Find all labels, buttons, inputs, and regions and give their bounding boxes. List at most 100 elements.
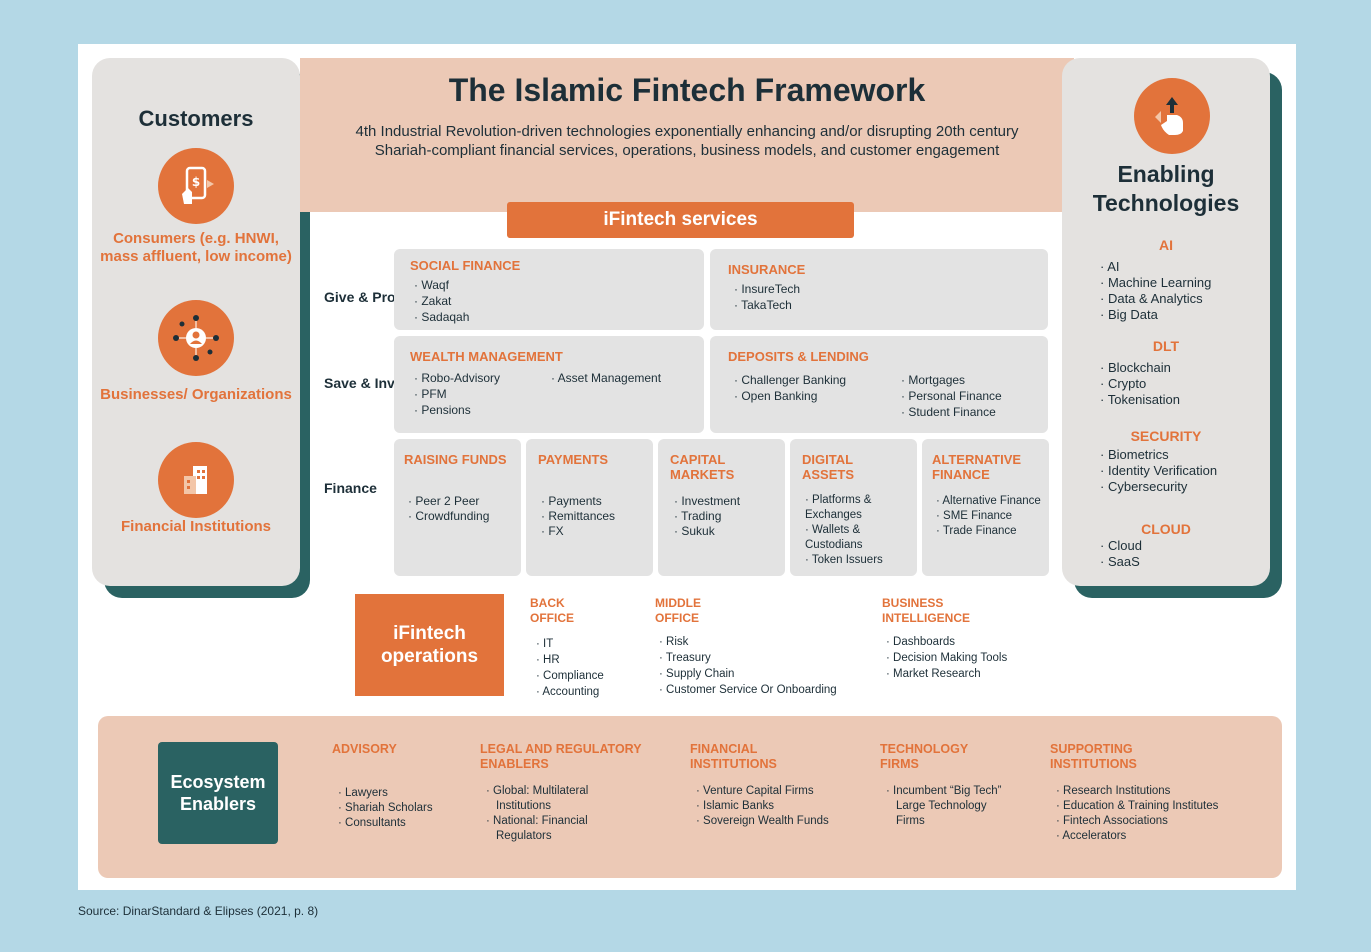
- list-item: Personal Finance: [901, 388, 1001, 404]
- customer-businesses-label: Businesses/ Organizations: [100, 386, 292, 403]
- payments-title: PAYMENTS: [538, 452, 609, 467]
- list-item: HR: [536, 652, 604, 668]
- list-item: Platforms & Exchanges: [805, 493, 910, 523]
- list-item: Data & Analytics: [1100, 291, 1211, 307]
- list-item: Wallets & Custodians: [805, 523, 910, 553]
- list-item: Asset Management: [551, 370, 661, 386]
- list-item: Identity Verification: [1100, 463, 1217, 479]
- alternative-finance-title: ALTERNATIVE FINANCE: [932, 452, 1022, 482]
- hand-touch-icon: [1134, 78, 1210, 154]
- list-item: Biometrics: [1100, 447, 1217, 463]
- social-finance-list: Waqf Zakat Sadaqah: [414, 277, 469, 325]
- customer-consumers-label: Consumers (e.g. HNWI, mass affluent, low…: [100, 230, 292, 265]
- list-item: Accelerators: [1056, 829, 1218, 844]
- list-item: Sukuk: [674, 524, 740, 539]
- financial-institutions-title: FINANCIAL INSTITUTIONS: [690, 742, 777, 771]
- list-item: Student Finance: [901, 404, 1002, 420]
- list-item: Investment: [674, 494, 740, 509]
- ecosystem-enablers-label: Ecosystem Enablers: [158, 742, 278, 844]
- source-caption: Source: DinarStandard & Elipses (2021, p…: [78, 904, 319, 918]
- list-item: Cloud: [1100, 538, 1142, 554]
- supporting-institutions-list: Research Institutions Education & Traini…: [1056, 784, 1218, 844]
- payments-list: Payments Remittances FX: [541, 494, 615, 539]
- list-item: Open Banking: [734, 388, 846, 404]
- list-item: Alternative Finance: [936, 494, 1042, 509]
- back-office-title: BACK OFFICE: [530, 596, 574, 625]
- middle-office-list: Risk Treasury Supply Chain Customer Serv…: [659, 634, 837, 698]
- list-item: Cybersecurity: [1100, 479, 1217, 495]
- list-item: Trading: [674, 509, 740, 524]
- svg-text:$: $: [192, 175, 200, 189]
- advisory-title: ADVISORY: [332, 742, 397, 756]
- wealth-list-col1: Robo-Advisory PFM Pensions: [414, 370, 500, 418]
- tech-list-cloud: Cloud SaaS: [1100, 538, 1142, 570]
- list-item: Sadaqah: [414, 309, 469, 325]
- network-person-icon: [158, 300, 234, 376]
- list-item: Market Research: [886, 666, 1007, 682]
- list-item: Shariah Scholars: [338, 801, 433, 816]
- legal-regulatory-title: LEGAL AND REGULATORY ENABLERS: [480, 742, 642, 771]
- building-icon: [158, 442, 234, 518]
- list-item: Trade Finance: [936, 524, 1042, 539]
- list-item: Zakat: [414, 293, 469, 309]
- list-item: Crowdfunding: [408, 509, 489, 524]
- financial-institutions-list: Venture Capital Firms Islamic Banks Sove…: [696, 784, 829, 829]
- list-item: Machine Learning: [1100, 275, 1211, 291]
- enabling-title: Enabling Technologies: [1092, 161, 1240, 216]
- deposits-list-col1: Challenger Banking Open Banking: [734, 372, 846, 404]
- list-item: Token Issuers: [805, 553, 910, 568]
- list-item: PFM: [414, 386, 500, 402]
- capital-markets-list: Investment Trading Sukuk: [674, 494, 740, 539]
- wealth-list-col2: Asset Management: [551, 370, 661, 386]
- list-item: Robo-Advisory: [414, 370, 500, 386]
- customer-financial-institutions-label: Financial Institutions: [120, 518, 271, 535]
- list-item: Risk: [659, 634, 837, 650]
- list-item: Crypto: [1100, 376, 1180, 392]
- ifintech-services-label: iFintech services: [507, 202, 854, 238]
- list-item: Peer 2 Peer: [408, 494, 489, 509]
- list-item: Global: Multilateral Institutions: [486, 784, 621, 814]
- row-label-finance: Finance: [324, 480, 377, 496]
- page-subtitle: 4th Industrial Revolution-driven technol…: [355, 123, 1019, 159]
- phone-payment-icon: $: [158, 148, 234, 224]
- list-item: Remittances: [541, 509, 615, 524]
- legal-regulatory-list: Global: Multilateral Institutions Nation…: [486, 784, 621, 844]
- tech-heading-cloud: CLOUD: [1141, 521, 1191, 537]
- tech-heading-ai: AI: [1159, 237, 1173, 253]
- insurance-list: InsureTech TakaTech: [734, 281, 800, 313]
- list-item: Treasury: [659, 650, 837, 666]
- raising-funds-title: RAISING FUNDS: [404, 452, 507, 467]
- list-item: Education & Training Institutes: [1056, 799, 1218, 814]
- list-item: InsureTech: [734, 281, 800, 297]
- list-item: National: Financial Regulators: [486, 814, 621, 844]
- list-item: Consultants: [338, 816, 433, 831]
- list-item: SaaS: [1100, 554, 1142, 570]
- technology-firms-list: Incumbent “Big Tech” Large Technology Fi…: [886, 784, 1016, 829]
- list-item: Supply Chain: [659, 666, 837, 682]
- list-item: Tokenisation: [1100, 392, 1180, 408]
- business-intelligence-title: BUSINESS INTELLIGENCE: [882, 596, 971, 625]
- advisory-list: Lawyers Shariah Scholars Consultants: [338, 786, 433, 831]
- list-item: Incumbent “Big Tech” Large Technology Fi…: [886, 784, 1016, 829]
- list-item: TakaTech: [734, 297, 800, 313]
- list-item: Pensions: [414, 402, 500, 418]
- list-item: Big Data: [1100, 307, 1211, 323]
- list-item: Sovereign Wealth Funds: [696, 814, 829, 829]
- list-item: Payments: [541, 494, 615, 509]
- digital-assets-list: Platforms & Exchanges Wallets & Custodia…: [805, 493, 910, 568]
- list-item: Lawyers: [338, 786, 433, 801]
- list-item: AI: [1100, 259, 1211, 275]
- header-band: [300, 58, 1074, 212]
- customers-title: Customers: [138, 106, 254, 131]
- tech-list-security: Biometrics Identity Verification Cyberse…: [1100, 447, 1217, 495]
- page-title: The Islamic Fintech Framework: [448, 72, 926, 108]
- list-item: Decision Making Tools: [886, 650, 1007, 666]
- list-item: Blockchain: [1100, 360, 1180, 376]
- tech-heading-dlt: DLT: [1152, 338, 1180, 354]
- list-item: SME Finance: [936, 509, 1042, 524]
- capital-markets-title: CAPITAL MARKETS: [670, 452, 735, 482]
- wealth-management-title: WEALTH MANAGEMENT: [410, 349, 563, 364]
- ifintech-operations-label: iFintech operations: [355, 594, 504, 696]
- back-office-list: IT HR Compliance Accounting: [536, 636, 604, 700]
- insurance-title: INSURANCE: [728, 262, 806, 277]
